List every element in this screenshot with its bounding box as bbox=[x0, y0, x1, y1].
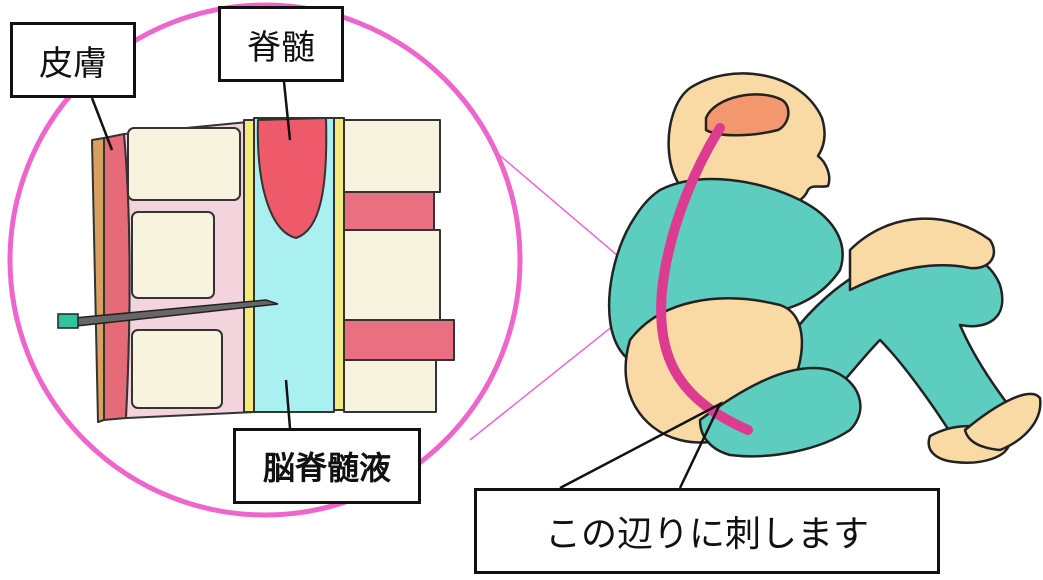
vertebra-right-1 bbox=[343, 119, 441, 193]
spine-line bbox=[656, 123, 753, 435]
patient-knees bbox=[848, 217, 996, 292]
label-leader-lines bbox=[90, 81, 723, 490]
dura-left bbox=[243, 119, 255, 413]
brain-shape bbox=[704, 93, 790, 137]
label-skin: 皮膚 bbox=[10, 22, 136, 98]
vertebra-block-3 bbox=[131, 329, 223, 409]
label-spinal-cord: 脊髄 bbox=[218, 6, 344, 82]
vertebra-block-2 bbox=[131, 211, 215, 299]
magnified-view bbox=[7, 2, 523, 518]
dura-right bbox=[333, 117, 345, 411]
patient-foot-right bbox=[963, 392, 1042, 452]
needle-hub bbox=[57, 313, 79, 329]
patient-pants bbox=[698, 366, 862, 458]
patient-figure bbox=[607, 72, 1042, 464]
vertebra-right-3 bbox=[343, 359, 437, 413]
spinal-needle bbox=[57, 299, 279, 329]
skin-layer bbox=[103, 133, 131, 421]
callout-puncture-site: この辺りに刺します bbox=[474, 488, 940, 574]
vertebra-block-1 bbox=[127, 127, 241, 201]
spinal-cord-shape bbox=[256, 117, 328, 239]
disc-right-2 bbox=[343, 319, 455, 361]
disc-right-1 bbox=[343, 191, 435, 231]
vertebra-right-2 bbox=[343, 229, 441, 321]
label-csf: 脳脊髄液 bbox=[233, 428, 421, 504]
